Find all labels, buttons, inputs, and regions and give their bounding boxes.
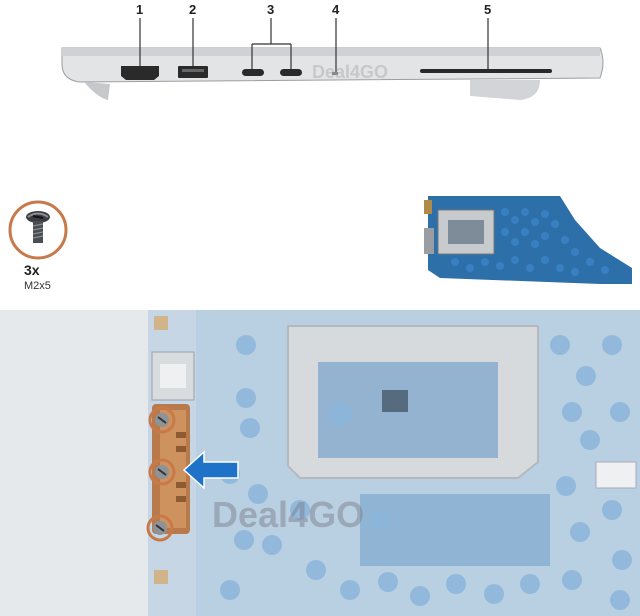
screw-callout-top bbox=[148, 406, 176, 434]
card-slot bbox=[420, 69, 552, 73]
screw-quantity: 3x bbox=[24, 262, 40, 278]
status-light bbox=[332, 72, 338, 75]
watermark-top: Deal4GO bbox=[312, 62, 389, 82]
watermark-bottom: Deal4GO bbox=[212, 494, 365, 535]
screw-callout-middle bbox=[148, 458, 176, 486]
screw-callout-bottom bbox=[146, 514, 174, 542]
callout-2: 2 bbox=[189, 2, 197, 17]
screw-icon bbox=[8, 200, 68, 260]
board-detail-view bbox=[0, 310, 640, 616]
callout-4: 4 bbox=[332, 2, 340, 17]
callout-3: 3 bbox=[267, 2, 275, 17]
screw-type: M2x5 bbox=[24, 280, 51, 292]
hdmi-port bbox=[121, 66, 159, 80]
usb-c-port-right bbox=[280, 69, 302, 76]
callout-1: 1 bbox=[136, 2, 144, 17]
laptop-side-view bbox=[61, 47, 604, 100]
system-board-overview bbox=[424, 196, 632, 284]
arrow-icon bbox=[182, 450, 239, 490]
leader-lines bbox=[139, 18, 489, 72]
usb-c-port-left bbox=[242, 69, 264, 76]
callout-5: 5 bbox=[484, 2, 492, 17]
